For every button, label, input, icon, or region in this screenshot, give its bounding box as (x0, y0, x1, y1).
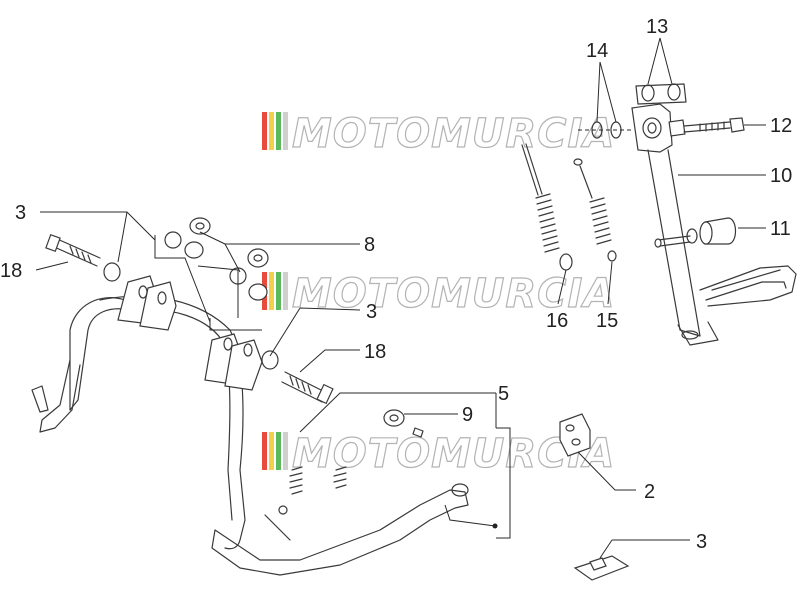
watermark-text: MOTOMURCIA (292, 111, 615, 157)
spring-long (521, 143, 573, 271)
callout-18-top: 18 (0, 260, 22, 282)
callout-9: 9 (462, 404, 473, 426)
central-stand (31, 275, 469, 576)
side-stand (578, 83, 797, 346)
callout-10: 10 (770, 165, 792, 187)
callout-12: 12 (770, 115, 792, 137)
callout-16: 16 (546, 310, 568, 332)
callout-3-bottom: 3 (696, 531, 707, 553)
leader-lines (35, 37, 766, 559)
callout-labels: 13 14 12 10 11 16 15 3 18 8 3 18 5 9 2 3 (0, 16, 792, 553)
clip-part (559, 413, 591, 457)
callout-13: 13 (646, 16, 668, 38)
plate-part (573, 555, 630, 581)
watermark-top: MOTOMURCIA (262, 110, 615, 158)
spring-short (573, 158, 617, 262)
callout-5: 5 (498, 383, 509, 405)
callout-18-lower: 18 (364, 341, 386, 363)
callout-3-middle: 3 (366, 301, 377, 323)
callout-2: 2 (644, 481, 655, 503)
hardware-left (45, 217, 424, 438)
callout-15: 15 (596, 310, 618, 332)
callout-8: 8 (364, 234, 375, 256)
callout-14: 14 (586, 40, 608, 62)
callout-11: 11 (770, 218, 791, 240)
callout-3-top: 3 (15, 202, 26, 224)
